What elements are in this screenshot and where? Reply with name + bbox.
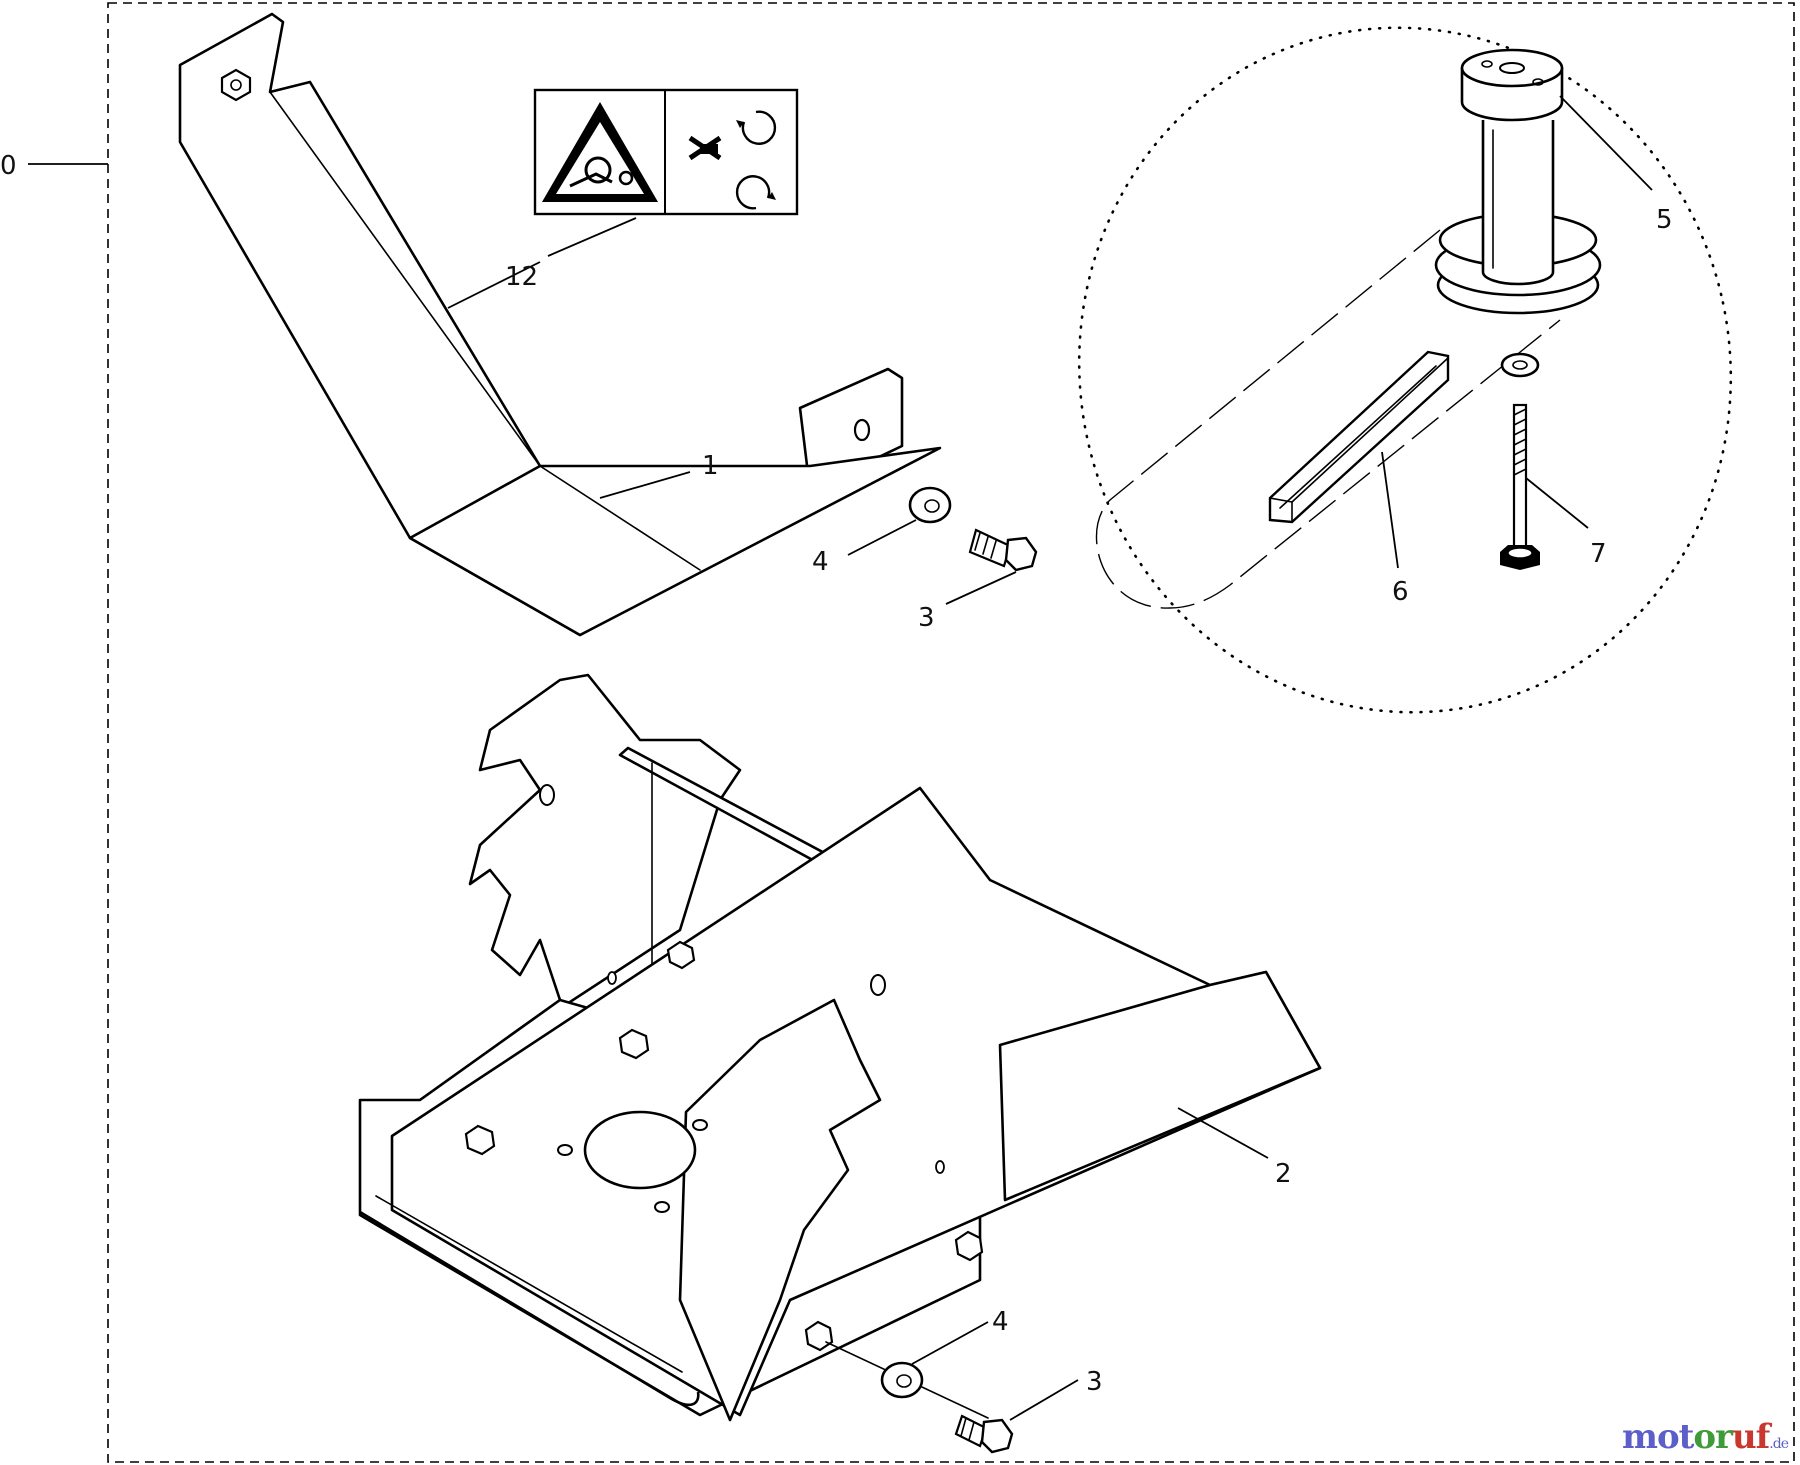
lower-washer-part-4 <box>880 1361 924 1399</box>
callout-5: 5 <box>1656 205 1673 235</box>
callout-2: 2 <box>1275 1159 1292 1189</box>
upper-washer-part-4 <box>908 486 952 524</box>
callout-3-upper: 3 <box>918 603 935 633</box>
site-watermark: motoruf.de <box>1621 1417 1789 1457</box>
motor-mount-hole <box>583 1110 697 1190</box>
guard-nut-icon <box>220 68 252 102</box>
spindle-bolt-part-7 <box>1500 403 1540 570</box>
bracket-nut-icon <box>464 940 984 1352</box>
lock-washer-icon <box>1500 352 1540 378</box>
callout-4-upper: 4 <box>812 547 829 577</box>
upper-bolt-part-3 <box>968 528 1038 572</box>
warning-entanglement-icon <box>542 102 658 202</box>
key-part-6 <box>1268 350 1450 524</box>
callout-7: 7 <box>1590 539 1607 569</box>
callout-12: 12 <box>505 262 538 292</box>
lower-bolt-part-3 <box>954 1414 1014 1454</box>
callout-4-lower: 4 <box>992 1307 1009 1337</box>
belt-guard-part-1 <box>178 12 942 637</box>
mounting-bracket-part-2 <box>358 673 1322 1422</box>
drive-belt-outline <box>1095 229 1561 609</box>
callout-0: 0 <box>0 151 17 181</box>
callout-1: 1 <box>702 451 719 481</box>
keep-hands-away-rotating-icon <box>688 110 777 210</box>
assembly-boundary <box>107 2 1795 1463</box>
callout-6: 6 <box>1392 577 1409 607</box>
pulley-spindle-part-5 <box>1434 48 1602 315</box>
detail-circle <box>1077 26 1733 714</box>
warning-decal-part-12 <box>533 88 799 216</box>
callout-3-lower: 3 <box>1086 1367 1103 1397</box>
